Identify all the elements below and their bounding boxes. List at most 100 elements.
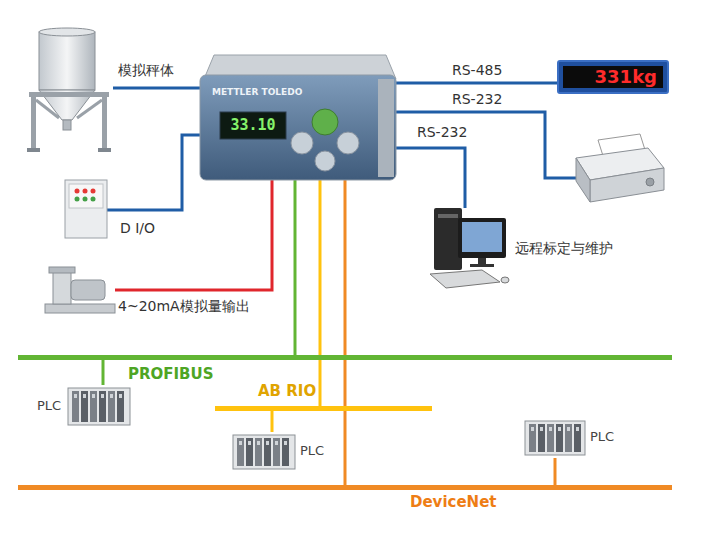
connector-wire	[113, 87, 200, 90]
plc-rack: PLC	[233, 432, 295, 472]
bus-label: PROFIBUS	[128, 365, 214, 383]
plc-rack-part-rect	[74, 394, 77, 398]
weighing-terminal-part-circle	[312, 109, 338, 135]
plc-rack-part-rect	[255, 438, 262, 466]
plc-rack-art	[525, 418, 585, 458]
silo-scale-part-rect	[31, 92, 36, 150]
bus-label: AB RIO	[258, 382, 316, 400]
plc-rack-part-rect	[257, 441, 260, 445]
weighing-terminal-part-rect	[378, 79, 394, 177]
plc-rack-part-rect	[239, 441, 242, 445]
port-label: RS-232	[450, 91, 504, 108]
weighing-terminal-part-circle	[291, 132, 313, 154]
weighing-terminal-part-rect	[220, 112, 286, 139]
plc-rack-part-rect	[540, 427, 543, 431]
plc-rack-part-rect	[547, 424, 554, 452]
plc-rack-part-rect	[68, 388, 130, 425]
silo-scale-part-rect	[98, 148, 111, 152]
weighing-terminal-part-circle	[315, 151, 335, 171]
analog-device-part-rect	[49, 267, 75, 273]
computer-part-polygon	[430, 270, 500, 288]
plc-rack-part-rect	[529, 424, 536, 452]
connector-wire	[271, 411, 274, 432]
plc-rack-part-rect	[576, 427, 579, 431]
port-label: RS-485	[450, 62, 504, 79]
dio-cabinet-part-circle	[75, 189, 80, 194]
device-label: PLC	[37, 398, 61, 414]
plc-rack-part-rect	[556, 424, 563, 452]
printer-side	[576, 158, 590, 202]
device-label: D I/O	[120, 220, 155, 237]
computer-art	[430, 208, 510, 290]
abrio-bus: AB RIO	[215, 406, 432, 411]
device-label: PLC	[590, 429, 614, 445]
silo-scale-part-rect	[63, 120, 71, 130]
plc-rack-part-rect	[81, 391, 88, 422]
printer-wire	[396, 112, 577, 178]
plc-rack-part-rect	[117, 391, 124, 422]
plc-rack-part-rect	[237, 438, 244, 466]
port-label: RS-232	[415, 124, 469, 141]
computer-part-rect	[470, 264, 494, 267]
computer-part-rect	[462, 222, 502, 252]
computer-part-rect	[458, 218, 506, 258]
plc-rack-part-rect	[110, 394, 113, 398]
plc-rack-part-rect	[525, 421, 585, 455]
plc-rack-part-rect	[565, 424, 572, 452]
dio-cabinet-part-circle	[83, 197, 88, 202]
analog-device: 4~20mA模拟量输出	[45, 262, 115, 317]
silo-scale-part-rect	[29, 92, 109, 97]
computer-part-rect	[434, 208, 462, 270]
dio-cabinet-part-circle	[75, 197, 80, 202]
plc-rack-part-rect	[119, 394, 122, 398]
plc-rack-part-rect	[72, 391, 79, 422]
dio-cabinet-part-rect	[65, 180, 107, 238]
plc-rack-part-rect	[284, 441, 287, 445]
plc-rack-part-rect	[246, 438, 253, 466]
plc-rack-part-rect	[101, 394, 104, 398]
printer-front	[590, 168, 664, 202]
plc-rack-part-rect	[549, 427, 552, 431]
plc-rack-part-rect	[558, 427, 561, 431]
analog-device-part-rect	[71, 280, 105, 300]
connector-wire	[396, 148, 465, 208]
device-label: 4~20mA模拟量输出	[118, 298, 250, 315]
weighing-terminal-art	[200, 55, 396, 180]
dio-cabinet-part-circle	[83, 189, 88, 194]
connector-wire	[107, 135, 200, 210]
plc-rack-part-rect	[248, 441, 251, 445]
plc-rack-part-rect	[264, 438, 271, 466]
plc-rack-part-rect	[275, 441, 278, 445]
silo-scale-part-rect	[27, 148, 40, 152]
devicenet-bus: DeviceNet	[18, 485, 672, 490]
brand-text: METTLER TOLEDO	[212, 87, 302, 98]
plc-rack: PLC	[68, 385, 130, 428]
device-label: 远程标定与维护	[515, 240, 613, 257]
weighing-terminal: METTLER TOLEDO33.10	[200, 55, 396, 180]
weighing-terminal-part-rect	[200, 75, 396, 180]
profibus-bus: PROFIBUS	[18, 355, 672, 360]
printer-icon	[576, 134, 664, 202]
silo-scale-part-ellipse	[39, 28, 95, 36]
analog-device-art	[45, 262, 115, 317]
computer-part-ellipse	[501, 277, 509, 283]
silo-scale-part-line	[77, 100, 102, 118]
dio-cabinet-part-circle	[91, 189, 96, 194]
connector-wire	[319, 180, 322, 406]
connector-wire	[554, 458, 557, 485]
computer-part-rect	[438, 214, 458, 218]
plc-rack-part-rect	[574, 424, 581, 452]
bus-label: DeviceNet	[410, 493, 497, 511]
plc-rack-art	[233, 432, 295, 472]
weighing-terminal-part-circle	[337, 132, 359, 154]
device-label: 模拟秤体	[118, 62, 174, 79]
remote-display: 331kg	[557, 60, 669, 94]
analog-device-part-rect	[53, 272, 71, 304]
plc-rack-part-rect	[92, 394, 95, 398]
computer-part-rect	[478, 258, 486, 264]
dio-cabinet-part-circle	[91, 197, 96, 202]
connector-wire	[396, 82, 557, 85]
plc-rack-part-rect	[531, 427, 534, 431]
silo-scale-part-line	[36, 100, 59, 118]
plc-rack-part-rect	[273, 438, 280, 466]
